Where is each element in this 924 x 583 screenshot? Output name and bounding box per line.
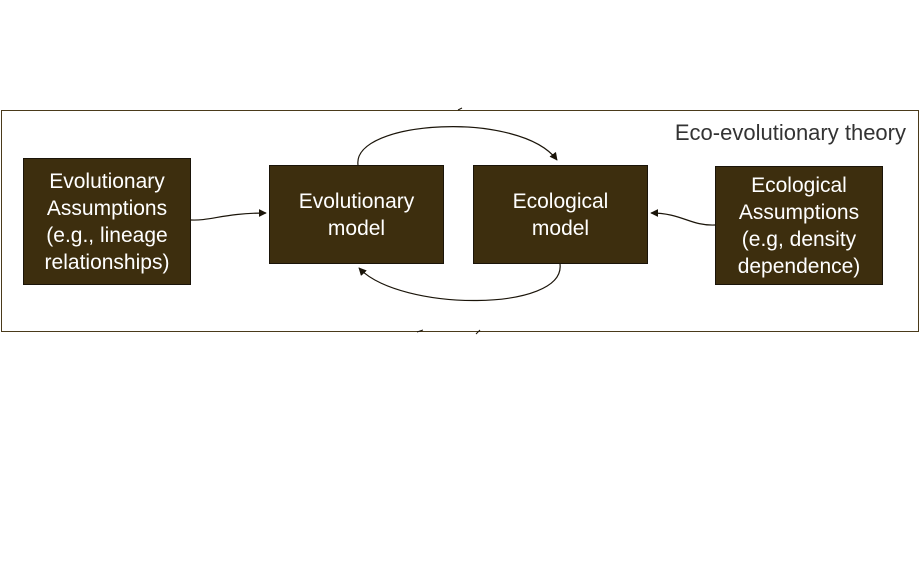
frame-title: Eco-evolutionary theory xyxy=(674,120,906,145)
evolutionary-assumptions-box: Evolutionary Assumptions (e.g., lineage … xyxy=(23,158,191,285)
ecological-model-box: Ecological model xyxy=(473,165,648,264)
evolutionary-model-box: Evolutionary model xyxy=(269,165,444,264)
ecological-assumptions-box: Ecological Assumptions (e.g, density dep… xyxy=(715,166,883,285)
